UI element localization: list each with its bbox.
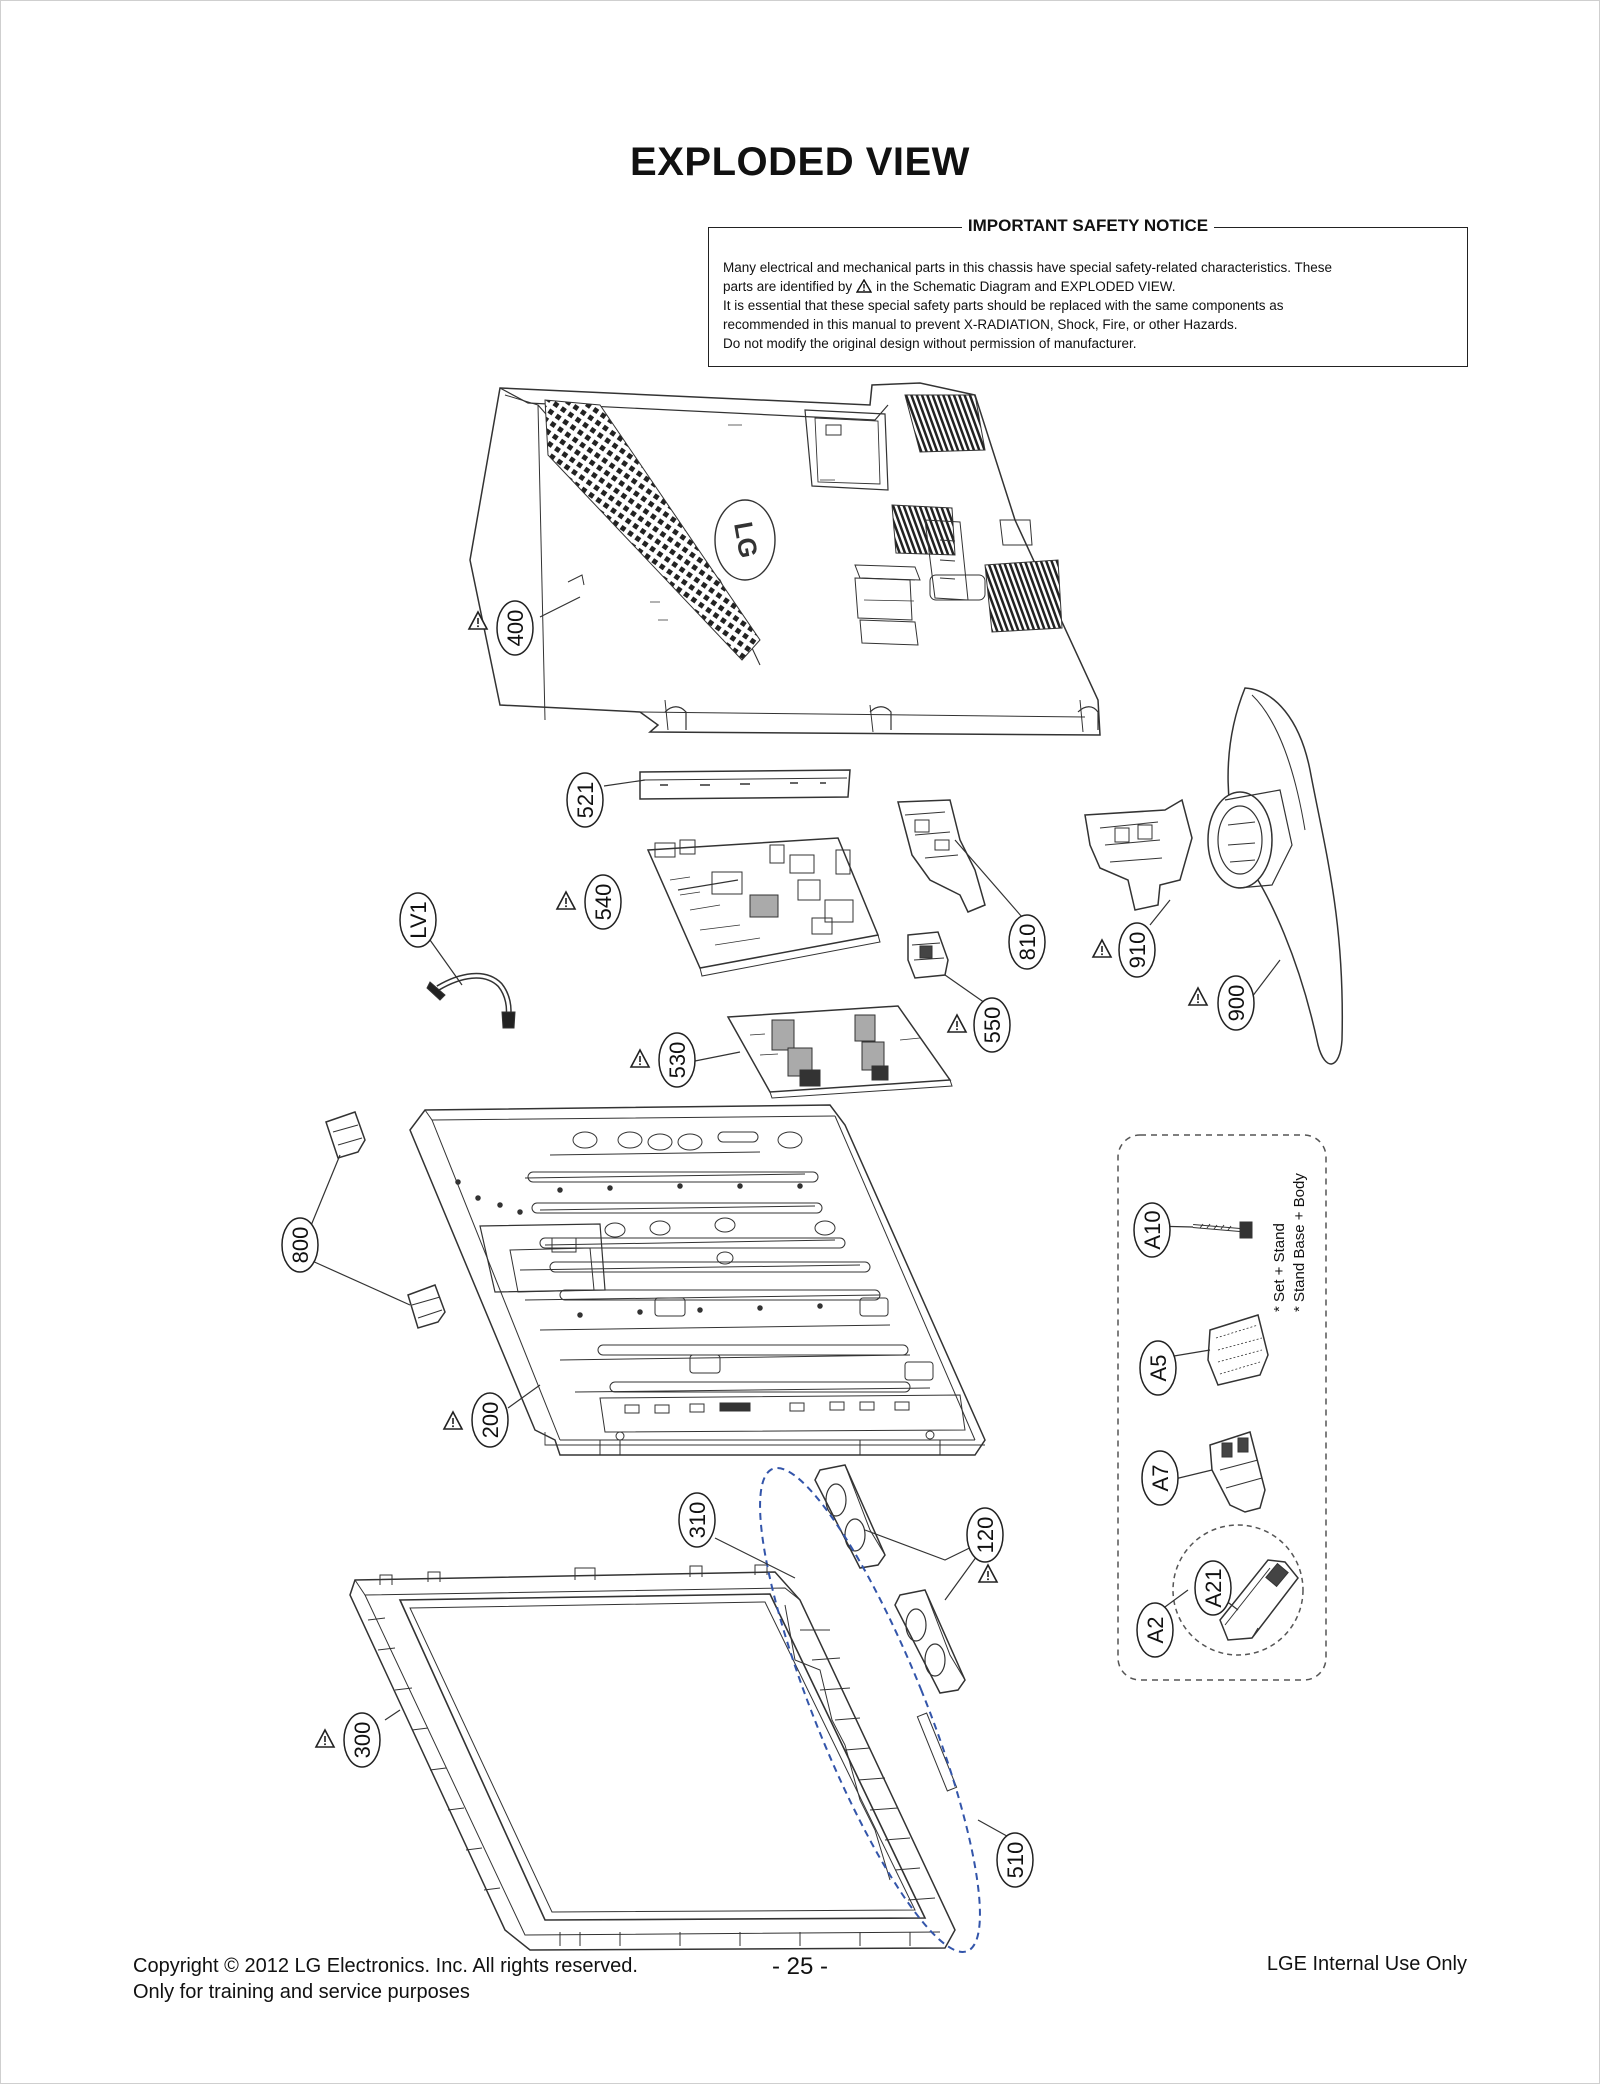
safety-warning-icon [443, 1411, 463, 1430]
svg-text:540: 540 [591, 884, 616, 921]
part-530-power-board [726, 1005, 953, 1099]
footer-copyright: Copyright © 2012 LG Electronics. Inc. Al… [133, 1955, 638, 1977]
svg-text:LG: LG [728, 519, 764, 560]
notice-line-3: It is essential that these special safet… [723, 298, 1284, 313]
callout-LV1: LV1 [399, 892, 437, 948]
safety-warning-icon [1092, 939, 1112, 958]
svg-text:400: 400 [503, 610, 528, 647]
footer-left: Copyright © 2012 LG Electronics. Inc. Al… [133, 1953, 638, 2005]
part-521-bracket [639, 769, 851, 800]
svg-text:A10: A10 [1140, 1210, 1165, 1249]
svg-text:510: 510 [1003, 1842, 1028, 1879]
safety-warning-icon [856, 279, 873, 293]
callout-510: 510 [996, 1832, 1034, 1888]
safety-warning-icon [315, 1729, 335, 1748]
safety-notice-body: Many electrical and mechanical parts in … [723, 258, 1453, 353]
callout-530: 530 [658, 1032, 696, 1088]
callout-A2: A2 [1136, 1602, 1174, 1658]
part-120-speaker-lower [894, 1589, 966, 1694]
svg-text:200: 200 [478, 1402, 503, 1439]
svg-text:810: 810 [1015, 924, 1040, 961]
svg-text:521: 521 [573, 782, 598, 819]
safety-warning-icon [978, 1564, 998, 1583]
notice-line-5: Do not modify the original design withou… [723, 336, 1137, 351]
page-title: EXPLODED VIEW [630, 140, 970, 184]
callout-800: 800 [281, 1217, 319, 1273]
svg-text:900: 900 [1224, 985, 1249, 1022]
accessory-note-set-stand: * Set + Stand [1271, 1223, 1288, 1312]
accessory-box [1117, 1134, 1327, 1681]
callout-540: 540 [584, 874, 622, 930]
svg-text:310: 310 [685, 1502, 710, 1539]
callout-300: 300 [343, 1712, 381, 1768]
part-LV1-cable [426, 972, 516, 1029]
svg-text:800: 800 [288, 1227, 313, 1264]
callout-310: 310 [678, 1492, 716, 1548]
part-A10-screw [1192, 1221, 1253, 1239]
callout-A7: A7 [1141, 1450, 1179, 1506]
callout-550: 550 [973, 997, 1011, 1053]
part-900-stand-base [1207, 687, 1344, 1065]
notice-line-1: Many electrical and mechanical parts in … [723, 260, 1333, 275]
callout-400: 400 [496, 600, 534, 656]
safety-warning-icon [630, 1049, 650, 1068]
callout-521: 521 [566, 772, 604, 828]
callout-A5: A5 [1139, 1340, 1177, 1396]
callout-200: 200 [471, 1392, 509, 1448]
safety-warning-icon [1188, 987, 1208, 1006]
notice-line-4: recommended in this manual to prevent X-… [723, 317, 1238, 332]
svg-text:A2: A2 [1143, 1617, 1168, 1644]
safety-warning-icon [556, 891, 576, 910]
svg-text:LV1: LV1 [406, 901, 431, 939]
svg-text:300: 300 [350, 1722, 375, 1759]
svg-text:910: 910 [1125, 932, 1150, 969]
part-A5-cloth [1207, 1314, 1269, 1386]
part-800-clip-lower [407, 1284, 446, 1329]
safety-notice-box: IMPORTANT SAFETY NOTICE Many electrical … [708, 216, 1468, 367]
speaker-area-highlight [759, 1467, 981, 1953]
svg-text:120: 120 [973, 1517, 998, 1554]
svg-text:A21: A21 [1201, 1568, 1226, 1607]
part-300-front-bezel [349, 1564, 958, 1951]
page-number: - 25 - [771, 1953, 828, 1980]
callout-900: 900 [1217, 975, 1255, 1031]
part-800-clip-upper [325, 1111, 366, 1159]
part-A2-detail-circle [1172, 1524, 1304, 1656]
part-540-main-board [646, 837, 881, 977]
callout-A10: A10 [1133, 1202, 1171, 1258]
callout-A21: A21 [1194, 1560, 1232, 1616]
svg-text:550: 550 [980, 1007, 1005, 1044]
safety-warning-icon [947, 1014, 967, 1033]
part-550-bracket [907, 931, 949, 979]
svg-text:A5: A5 [1146, 1355, 1171, 1382]
footer-internal-use: LGE Internal Use Only [1266, 1953, 1467, 1975]
callout-120: 120 [966, 1507, 1004, 1563]
part-910-stand-neck [1084, 798, 1193, 911]
part-810-bracket [897, 799, 986, 913]
part-200-chassis-frame [409, 1104, 986, 1456]
part-A21-bracket [1219, 1559, 1299, 1641]
svg-text:A7: A7 [1148, 1465, 1173, 1492]
accessory-note-stand-base: * Stand Base + Body [1291, 1173, 1308, 1312]
part-120-speaker-upper [814, 1464, 886, 1569]
callout-810: 810 [1008, 914, 1046, 970]
svg-text:530: 530 [665, 1042, 690, 1079]
footer-purpose: Only for training and service purposes [133, 1981, 470, 2003]
safety-notice-heading: IMPORTANT SAFETY NOTICE [961, 216, 1215, 235]
back-cover: LG [469, 382, 1101, 736]
part-A7-holder [1209, 1431, 1266, 1513]
callout-910: 910 [1118, 922, 1156, 978]
